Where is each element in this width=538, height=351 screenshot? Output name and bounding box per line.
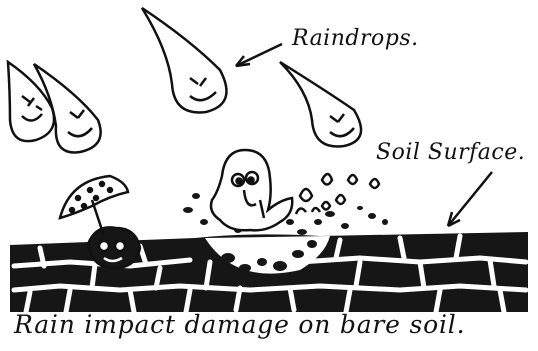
soil-surface-label: Soil Surface.	[376, 140, 525, 165]
splash-droplets	[296, 174, 379, 214]
raindrops-label: Raindrops.	[292, 26, 419, 51]
raindrop-icon	[142, 8, 226, 112]
splash-figure-icon	[211, 150, 292, 230]
raindrop-icon	[280, 62, 361, 146]
caption: Rain impact damage on bare soil.	[14, 310, 465, 339]
arrow-icon	[236, 44, 282, 66]
arrow-icon	[448, 172, 492, 226]
soil-creature-icon	[88, 227, 140, 268]
